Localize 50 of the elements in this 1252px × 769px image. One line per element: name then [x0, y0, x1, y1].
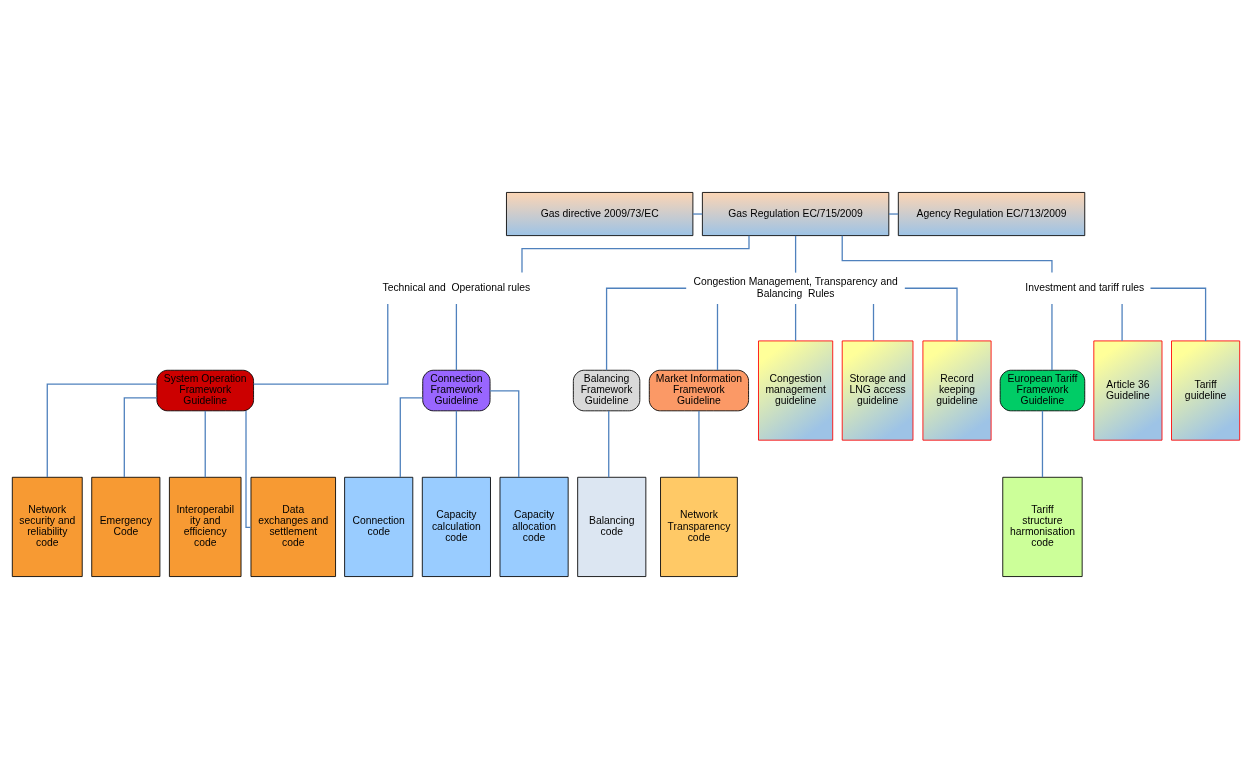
connector [245, 410, 252, 528]
node-box: Network Transparency code [660, 476, 738, 577]
node-box: Record keeping guideline [922, 340, 992, 441]
node-box: Tariff structure harmonisation code [1002, 476, 1083, 577]
node-box: Connection code [344, 476, 414, 577]
node-box: System Operation Framework Guideline [156, 369, 254, 412]
connector [605, 287, 687, 371]
connector [716, 303, 719, 371]
node-box: Market Information Framework Guideline [648, 369, 749, 412]
connector [872, 303, 875, 342]
connector [399, 397, 424, 478]
node-box: Interoperability and efficiency code [168, 476, 242, 577]
node-box: Connection Framework Guideline [422, 369, 491, 412]
node-text: Congestion Management, Transparency and Balancing Rules [693, 276, 898, 299]
connector [521, 235, 750, 274]
node-text: Technical and Operational rules [382, 281, 531, 293]
connector [489, 390, 520, 478]
node-box: Data exchanges and settlement code [250, 476, 336, 577]
node-box: Balancing code [577, 476, 647, 577]
connector [888, 213, 899, 215]
node-box: Agency Regulation EC/713/2009 [897, 192, 1086, 237]
connector [692, 213, 703, 215]
node-text: Investment and tariff rules [1025, 281, 1145, 293]
node-box: Congestion management guideline [758, 340, 834, 441]
connector [1051, 303, 1053, 371]
connector [1121, 303, 1123, 342]
node-box: Network security and reliability code [11, 476, 83, 577]
connector [698, 410, 700, 478]
node-box: Capacity allocation code [499, 476, 569, 577]
connector [455, 410, 458, 478]
node-box: Gas Regulation EC/715/2009 [701, 192, 890, 237]
connector [455, 303, 458, 371]
connector [204, 410, 206, 478]
connector [1149, 287, 1207, 342]
connector [794, 235, 797, 274]
node-box: Article 36 Guideline [1093, 340, 1163, 441]
node-box: Gas directive 2009/73/EC [506, 192, 694, 237]
node-box: Tariff guideline [1171, 340, 1241, 441]
connector [253, 303, 389, 385]
node-box: Emergency Code [91, 476, 161, 577]
node-box: European Tariff Framework Guideline [999, 369, 1086, 412]
connector [794, 303, 797, 342]
connector [46, 383, 158, 478]
node-box: Storage and LNG access guideline [841, 340, 914, 441]
connector [608, 410, 610, 478]
node-box: Balancing Framework Guideline [572, 369, 641, 412]
connector [1041, 410, 1044, 478]
node-box: Capacity calculation code [421, 476, 491, 577]
connector [123, 397, 158, 478]
connector [904, 287, 958, 342]
